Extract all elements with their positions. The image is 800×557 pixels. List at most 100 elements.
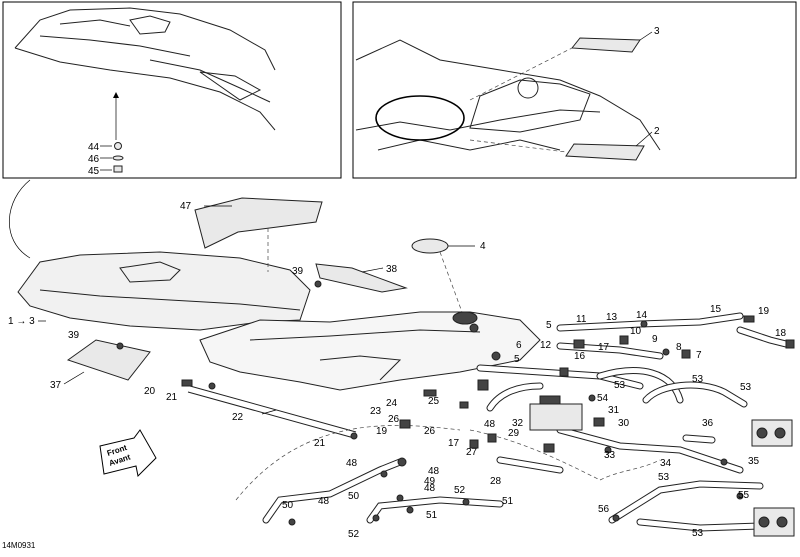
fitting-6 <box>477 379 489 391</box>
fitting-49 <box>406 506 414 514</box>
seat-bracket <box>199 71 262 101</box>
callout-33: 33 <box>604 450 616 461</box>
callout-46: 48 <box>424 483 436 494</box>
fitting-8 <box>662 348 670 356</box>
fitting-53c <box>612 514 620 522</box>
callout-48d: 50 <box>282 500 294 511</box>
fitting-10 <box>619 335 629 345</box>
fitting-54 <box>423 389 437 397</box>
tank-seam <box>249 329 481 341</box>
pad-3-locator <box>469 47 573 101</box>
callout-24: 24 <box>386 398 398 409</box>
callout-15: 15 <box>710 304 722 315</box>
callout-39b: 39 <box>68 330 80 341</box>
callout-52b: 53 <box>692 528 704 539</box>
cap-locator <box>439 251 463 313</box>
callout-21b: 21 <box>314 438 326 449</box>
pad-2 <box>565 143 645 161</box>
seat-seam <box>39 289 301 311</box>
fitting-19a <box>743 315 755 323</box>
main-assembly: Front Avant <box>17 197 541 478</box>
callout-41: 45 <box>88 166 100 177</box>
callout-5a: 5 <box>546 320 552 331</box>
fuel-pump-modules <box>116 280 795 537</box>
callout-2: 2 <box>654 126 660 137</box>
seat-vent-main <box>119 261 181 283</box>
callout-4: 4 <box>480 241 486 252</box>
routing-line-3 <box>599 459 661 481</box>
leader-37 <box>63 371 85 385</box>
callout-42: 46 <box>88 154 100 165</box>
fitting-13-14 <box>640 320 648 328</box>
frame-upper <box>355 39 661 151</box>
fitting-48d <box>462 498 470 506</box>
tank-neck <box>452 311 478 325</box>
callout-48c: 50 <box>348 491 360 502</box>
fitting-21a <box>208 382 216 390</box>
callout-38: 38 <box>386 264 398 275</box>
callout-labels: 1 → 3 4 5 5 6 7 8 9 10 11 12 13 14 15 16… <box>2 201 787 550</box>
callout-32: 32 <box>512 418 524 429</box>
seat-outline <box>14 7 276 71</box>
callout-34: 34 <box>660 458 672 469</box>
throttle-port-4 <box>776 516 788 528</box>
callout-16: 16 <box>574 351 586 362</box>
callout-53b: 54 <box>597 393 609 404</box>
fitting-21b <box>350 432 358 440</box>
callout-51b: 53 <box>658 472 670 483</box>
callout-12: 12 <box>540 340 552 351</box>
callout-26b: 26 <box>424 426 436 437</box>
callout-47: 48 <box>428 466 440 477</box>
fitting-20 <box>181 379 193 387</box>
callout-39a: 39 <box>292 266 304 277</box>
callout-37: 37 <box>50 380 62 391</box>
leader-22 <box>261 409 277 415</box>
fitting-12 <box>573 339 585 349</box>
callout-52a: 53 <box>740 382 752 393</box>
callout-53a: 53 <box>692 374 704 385</box>
front-direction-arrow <box>99 429 157 478</box>
leader-2 <box>635 131 653 147</box>
callout-19b: 19 <box>376 426 388 437</box>
inset-frame-left <box>2 1 342 179</box>
seat-vent <box>129 15 171 35</box>
callout-17b: 17 <box>448 438 460 449</box>
fitting-25 <box>459 401 469 409</box>
frame-lower <box>355 109 601 131</box>
fitting-7 <box>681 349 691 359</box>
fitting-48a <box>288 518 296 526</box>
fitting-5a <box>469 323 479 333</box>
callout-11: 11 <box>576 314 587 325</box>
pad-3 <box>571 37 641 53</box>
tank-body-inset <box>469 79 591 133</box>
trim-38 <box>315 263 408 293</box>
fitting-5b <box>491 351 501 361</box>
callout-44: 48 <box>484 419 496 430</box>
callout-21a: 21 <box>166 392 178 403</box>
callout-8: 8 <box>676 342 682 353</box>
callout-1-3: 1 → 3 <box>8 316 35 327</box>
callout-49: 51 <box>426 510 438 521</box>
fitting-17 <box>469 439 479 449</box>
routing-line-2 <box>469 429 601 481</box>
callout-29: 29 <box>508 428 520 439</box>
callout-50b: 52 <box>348 529 360 540</box>
seat-lower-edge <box>14 47 276 131</box>
cover-panel-43 <box>194 197 323 249</box>
callout-31: 31 <box>608 405 620 416</box>
fitting-30 <box>593 417 605 427</box>
callout-3: 3 <box>654 26 660 37</box>
callout-14: 14 <box>636 310 648 321</box>
callout-53c: 55 <box>738 490 750 501</box>
fitting-44 <box>487 433 497 443</box>
drawing-code: 14M0931 <box>2 541 36 550</box>
callout-28: 28 <box>490 476 502 487</box>
callout-50a: 52 <box>454 485 466 496</box>
hose-network <box>235 312 794 532</box>
seat-body <box>17 251 311 331</box>
inset-pointer-curve <box>9 179 31 259</box>
fitting-18 <box>785 339 795 349</box>
pad-2-locator <box>469 139 567 153</box>
